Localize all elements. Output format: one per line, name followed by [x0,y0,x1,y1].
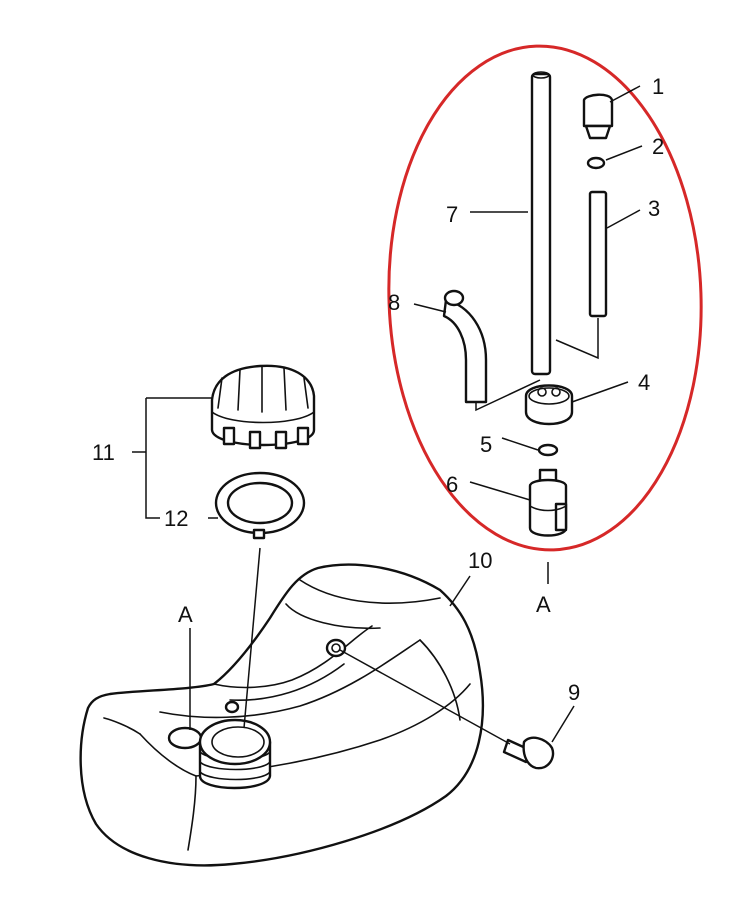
bolt [502,736,555,770]
pipe-short [588,190,608,318]
callout-4: 4 [638,370,650,395]
ref-a-right: A [536,592,551,617]
fuel-filter [528,468,568,537]
highlight-ellipse [387,44,703,552]
callout-8: 8 [388,290,400,315]
grommet [524,384,574,426]
fuel-tank [79,563,485,867]
plug [582,93,614,140]
o-ring-lower [537,443,559,457]
callout-9: 9 [568,680,580,705]
callout-12: 12 [164,506,188,531]
callout-5: 5 [480,432,492,457]
ref-a-left: A [178,602,193,627]
callout-6: 6 [446,472,458,497]
callout-3: 3 [648,196,660,221]
hose-bent [442,289,488,404]
o-ring-upper [586,156,606,170]
callout-7: 7 [446,202,458,227]
callout-11: 11 [92,440,115,465]
callout-10: 10 [468,548,492,573]
filler-neck [198,718,272,790]
callout-1: 1 [652,74,664,99]
fuel-cap [210,364,316,450]
cap-gasket [214,471,306,540]
pipe-long [530,71,552,376]
callout-2: 2 [652,134,664,159]
leader-lines [132,85,643,745]
